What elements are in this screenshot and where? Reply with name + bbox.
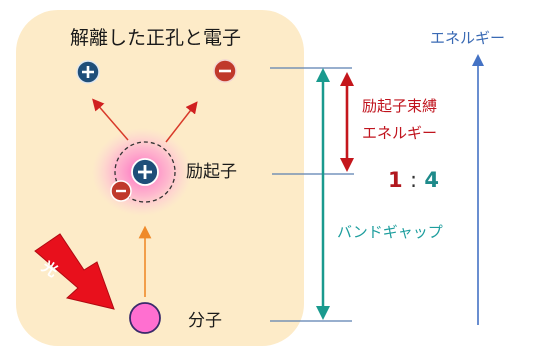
molecule-icon [129, 302, 161, 334]
light-arrow-icon [34, 233, 115, 310]
dissociated-hole-icon [76, 60, 100, 84]
ratio-separator: : [409, 168, 418, 192]
bandgap-label: バンドギャップ [337, 223, 443, 241]
dissociated-carriers-label: 解離した正孔と電子 [70, 27, 242, 49]
energy-axis-label: エネルギー [430, 29, 506, 47]
ratio-left: 1 [388, 168, 403, 192]
exciton-label: 励起子 [186, 162, 237, 182]
electron-escape-arrow [165, 101, 198, 143]
bound-electron-icon [110, 180, 132, 202]
exciton-orbit [114, 141, 176, 203]
molecule-label: 分子 [188, 311, 222, 331]
energy-axis [472, 54, 484, 325]
energy-ratio: 1 : 4 [388, 170, 439, 191]
bandgap-arrow [316, 68, 330, 320]
binding-energy-label-line2: エネルギー [362, 124, 438, 142]
hole-escape-arrow [92, 98, 129, 141]
ratio-right: 4 [424, 168, 439, 192]
binding-energy-label-line1: 励起子束縛 [362, 97, 438, 115]
dissociated-electron-icon [213, 59, 237, 83]
binding-energy-arrow [340, 72, 354, 172]
bound-hole-icon [131, 158, 159, 186]
